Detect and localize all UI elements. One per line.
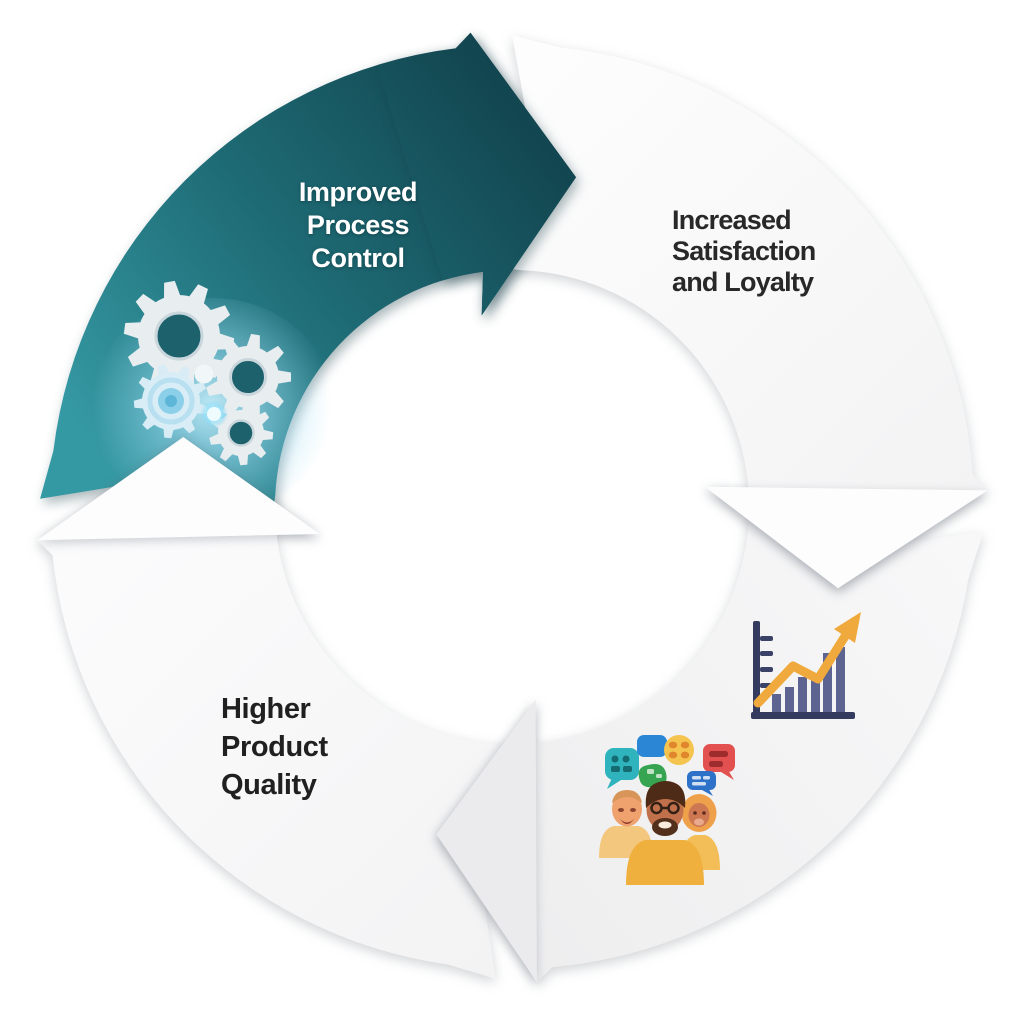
label-improved-process-control: Improved Process Control (256, 176, 460, 275)
speech-bubble-teal-icon (605, 748, 639, 789)
gear-glow-dot (207, 407, 221, 421)
arrowhead-down-icon (704, 486, 988, 589)
growth-chart-icon (751, 612, 861, 719)
chart-bars (772, 647, 845, 712)
emoji-bubble-yellow-icon (664, 735, 694, 765)
label-line: Process (306, 210, 410, 240)
person-center (626, 781, 704, 885)
customers-feedback-icon (599, 735, 735, 885)
label-increased-satisfaction-and-loyalty: Increased Satisfaction and Loyalty (672, 205, 816, 298)
gear-white-dot (194, 364, 214, 384)
speech-bubble-green-icon (638, 764, 667, 788)
segment-higher-product-quality (37, 437, 512, 979)
arrowhead-right-icon (376, 32, 577, 316)
speech-bubble-red-icon (703, 744, 735, 780)
label-line: Satisfaction (672, 236, 816, 266)
arrowhead-left-icon (436, 699, 537, 983)
label-higher-product-quality: Higher Product Quality (221, 690, 328, 804)
speech-bubble-blue-icon (637, 735, 667, 757)
gear-large-hole (154, 311, 204, 361)
chart-axis (751, 621, 855, 719)
label-line: Improved (298, 177, 418, 207)
gear-small-hole (227, 419, 255, 447)
gear-ring-center (165, 395, 177, 407)
label-line: Product (221, 731, 328, 763)
gear-ring-inner (147, 377, 195, 425)
label-line: Control (311, 243, 405, 273)
segment-increased-satisfaction-and-loyalty (503, 35, 988, 589)
gear-medium-hole (229, 358, 267, 396)
chart-trend-arrow (753, 612, 861, 708)
label-line: and Loyalty (672, 267, 814, 297)
speech-bubble-small-blue-icon (687, 771, 716, 796)
label-line: Increased (672, 205, 792, 235)
label-line: Higher (221, 693, 311, 725)
label-line: Quality (221, 769, 317, 801)
arrowhead-up-icon (37, 437, 320, 541)
